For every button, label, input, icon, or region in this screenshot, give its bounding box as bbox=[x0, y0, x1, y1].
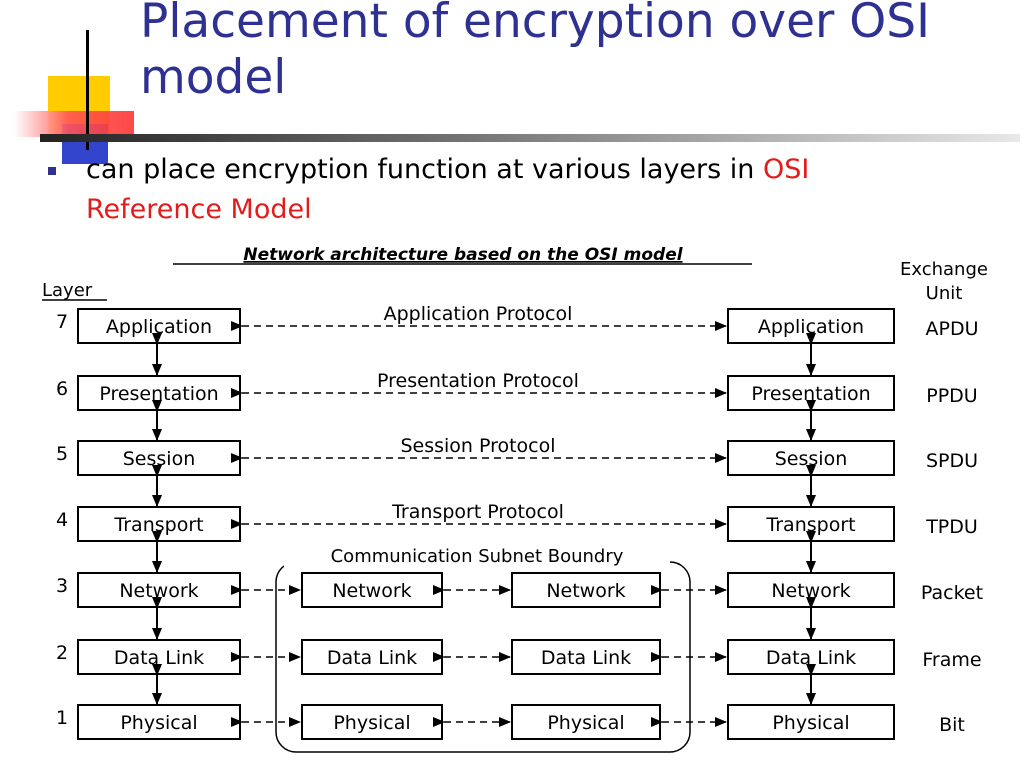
subnet-right-physical-box bbox=[511, 704, 661, 740]
protocol-label-background-presentation bbox=[361, 371, 607, 391]
layer-header: Layer bbox=[42, 280, 93, 301]
exchange-unit-session: SPDU bbox=[926, 450, 978, 472]
right-physical-label: Physical bbox=[772, 712, 849, 734]
protocol-label-background-session bbox=[361, 436, 607, 456]
exchange-unit-header-line1: Exchange bbox=[900, 259, 988, 280]
bullet-square-icon bbox=[48, 167, 56, 175]
right-physical-box bbox=[727, 704, 895, 740]
layer-number-7: 7 bbox=[56, 311, 68, 333]
bullet-highlight-osi: OSI bbox=[762, 154, 810, 185]
subnet-label-background bbox=[284, 544, 670, 568]
subnet-boundary-label: Communication Subnet Boundry bbox=[331, 546, 624, 567]
layer-number-5: 5 bbox=[56, 443, 68, 465]
layer-number-4: 4 bbox=[56, 509, 68, 531]
exchange-unit-physical: Bit bbox=[939, 714, 965, 736]
layer-number-6: 6 bbox=[56, 378, 68, 400]
bullet-plain-text: can place encryption function at various… bbox=[86, 154, 763, 185]
layer-number-1: 1 bbox=[56, 707, 68, 729]
bullet-text: can place encryption function at various… bbox=[86, 150, 946, 230]
right-data-link-label: Data Link bbox=[766, 647, 856, 669]
deco-red-bar bbox=[14, 111, 134, 137]
subnet-left-data-link-label: Data Link bbox=[327, 647, 417, 669]
left-transport-label: Transport bbox=[113, 514, 203, 536]
left-session-label: Session bbox=[123, 448, 196, 470]
exchange-unit-transport: TPDU bbox=[925, 516, 978, 538]
bullet-highlight-reference-model: Reference Model bbox=[86, 194, 312, 225]
protocol-label-background-transport bbox=[361, 502, 607, 522]
left-network-label: Network bbox=[119, 580, 198, 602]
exchange-unit-header-line2: Unit bbox=[926, 283, 963, 304]
subnet-left-network-label: Network bbox=[332, 580, 411, 602]
right-session-label: Session bbox=[775, 448, 848, 470]
subnet-right-data-link-label: Data Link bbox=[541, 647, 631, 669]
protocol-label-application: Application Protocol bbox=[384, 303, 573, 325]
subnet-right-physical-label: Physical bbox=[547, 712, 624, 734]
deco-horizontal-line bbox=[40, 134, 1020, 142]
layers-group: 7 Application Application APDU Application P… bbox=[56, 303, 983, 740]
right-transport-label: Transport bbox=[765, 514, 855, 536]
right-network-label: Network bbox=[771, 580, 850, 602]
left-data-link-label: Data Link bbox=[114, 647, 204, 669]
subnet-left-network-box bbox=[301, 572, 443, 608]
diagram-title: Network architecture based on the OSI mo… bbox=[243, 245, 683, 265]
right-presentation-label: Presentation bbox=[751, 383, 870, 405]
subnet-left-data-link-box bbox=[301, 639, 443, 675]
right-application-label: Application bbox=[758, 316, 864, 338]
protocol-label-transport: Transport Protocol bbox=[391, 501, 564, 523]
deco-vertical-line bbox=[86, 30, 89, 150]
exchange-unit-application: APDU bbox=[926, 318, 979, 340]
subnet-right-network-label: Network bbox=[546, 580, 625, 602]
subnet-left-physical-box bbox=[301, 704, 443, 740]
slide-title: Placement of encryption over OSI model bbox=[140, 0, 930, 105]
exchange-unit-network: Packet bbox=[921, 582, 983, 604]
protocol-label-background-application bbox=[361, 304, 607, 324]
layer-number-3: 3 bbox=[56, 575, 68, 597]
exchange-unit-presentation: PPDU bbox=[926, 385, 977, 407]
left-application-label: Application bbox=[106, 316, 212, 338]
layer-number-2: 2 bbox=[56, 642, 68, 664]
protocol-label-presentation: Presentation Protocol bbox=[377, 370, 579, 392]
left-physical-label: Physical bbox=[120, 712, 197, 734]
exchange-unit-data-link: Frame bbox=[922, 649, 981, 671]
subnet-left-physical-label: Physical bbox=[333, 712, 410, 734]
left-presentation-label: Presentation bbox=[99, 383, 218, 405]
protocol-label-session: Session Protocol bbox=[400, 435, 555, 457]
subnet-right-network-box bbox=[511, 572, 661, 608]
